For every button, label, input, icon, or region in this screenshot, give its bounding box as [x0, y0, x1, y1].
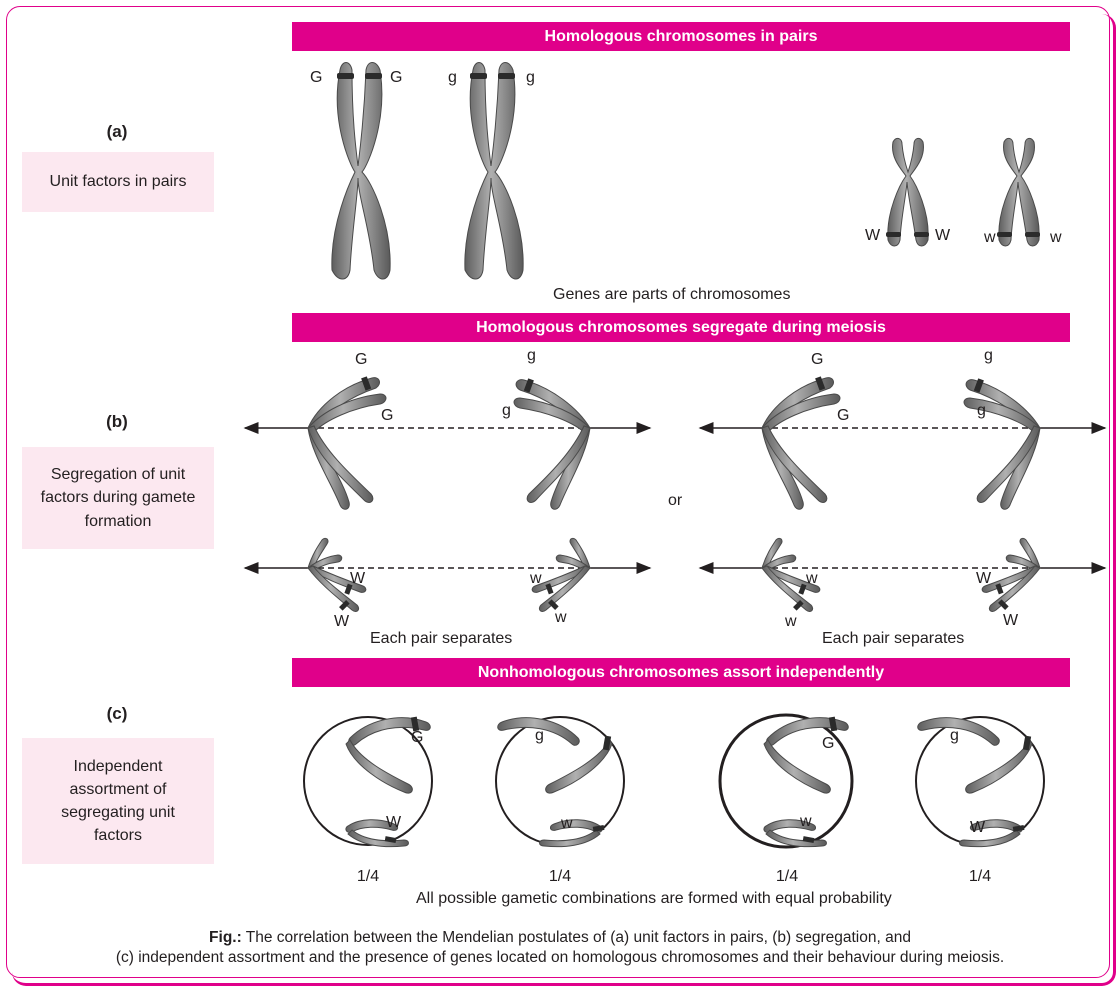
- note-all-combinations: All possible gametic combinations are fo…: [416, 890, 892, 908]
- gene-label: G: [811, 352, 823, 368]
- gene-label: g: [502, 403, 511, 419]
- probability-label: 1/4: [950, 868, 1010, 886]
- gene-label: W: [865, 228, 880, 244]
- segregating-chromosome-G-right: [762, 376, 840, 509]
- note-or: or: [668, 492, 682, 510]
- gene-label: w: [785, 614, 797, 630]
- gene-label: w: [800, 814, 812, 830]
- figure-caption: Fig.: The correlation between the Mendel…: [20, 928, 1100, 969]
- gene-label: G: [837, 408, 849, 424]
- segregating-chromosome-g-left: [514, 378, 590, 509]
- gene-label: G: [310, 70, 322, 86]
- gamete-circle-gw: [496, 717, 624, 847]
- chromosome-pair-G: [332, 63, 390, 280]
- note-each-pair-right: Each pair separates: [822, 630, 964, 648]
- caption-line-2: (c) independent assortment and the prese…: [20, 948, 1100, 968]
- probability-label: 1/4: [338, 868, 398, 886]
- caption-line-1: The correlation between the Mendelian po…: [242, 929, 911, 946]
- gene-label: G: [381, 408, 393, 424]
- chromosome-pair-W: [886, 138, 929, 246]
- note-genes-parts: Genes are parts of chromosomes: [553, 286, 790, 304]
- gene-label: g: [526, 70, 535, 86]
- chromosome-pair-g: [465, 63, 523, 280]
- gene-label: w: [984, 230, 996, 246]
- note-each-pair-left: Each pair separates: [370, 630, 512, 648]
- gene-label: G: [411, 730, 423, 746]
- gene-label: W: [350, 571, 365, 587]
- gene-label: g: [535, 728, 544, 744]
- gene-label: G: [390, 70, 402, 86]
- gene-label: G: [355, 352, 367, 368]
- gene-label: w: [561, 816, 573, 832]
- caption-lead: Fig.:: [209, 929, 242, 946]
- gene-label: g: [527, 348, 536, 364]
- gene-label: W: [970, 820, 985, 836]
- gene-label: g: [448, 70, 457, 86]
- probability-label: 1/4: [757, 868, 817, 886]
- gene-label: w: [806, 571, 818, 587]
- gene-label: G: [822, 736, 834, 752]
- chromosome-pair-w: [997, 138, 1040, 246]
- gene-label: g: [950, 728, 959, 744]
- gene-label: W: [976, 571, 991, 587]
- gene-label: w: [555, 610, 567, 626]
- gene-label: W: [935, 228, 950, 244]
- gene-label: W: [334, 614, 349, 630]
- gene-label: w: [1050, 230, 1062, 246]
- gene-label: W: [386, 815, 401, 831]
- probability-label: 1/4: [530, 868, 590, 886]
- segregating-chromosome-G-left: [308, 376, 386, 509]
- gene-label: g: [977, 403, 986, 419]
- gene-label: W: [1003, 613, 1018, 629]
- segregating-chromosome-g-right: [964, 378, 1040, 509]
- gene-label: g: [984, 348, 993, 364]
- gene-label: w: [530, 571, 542, 587]
